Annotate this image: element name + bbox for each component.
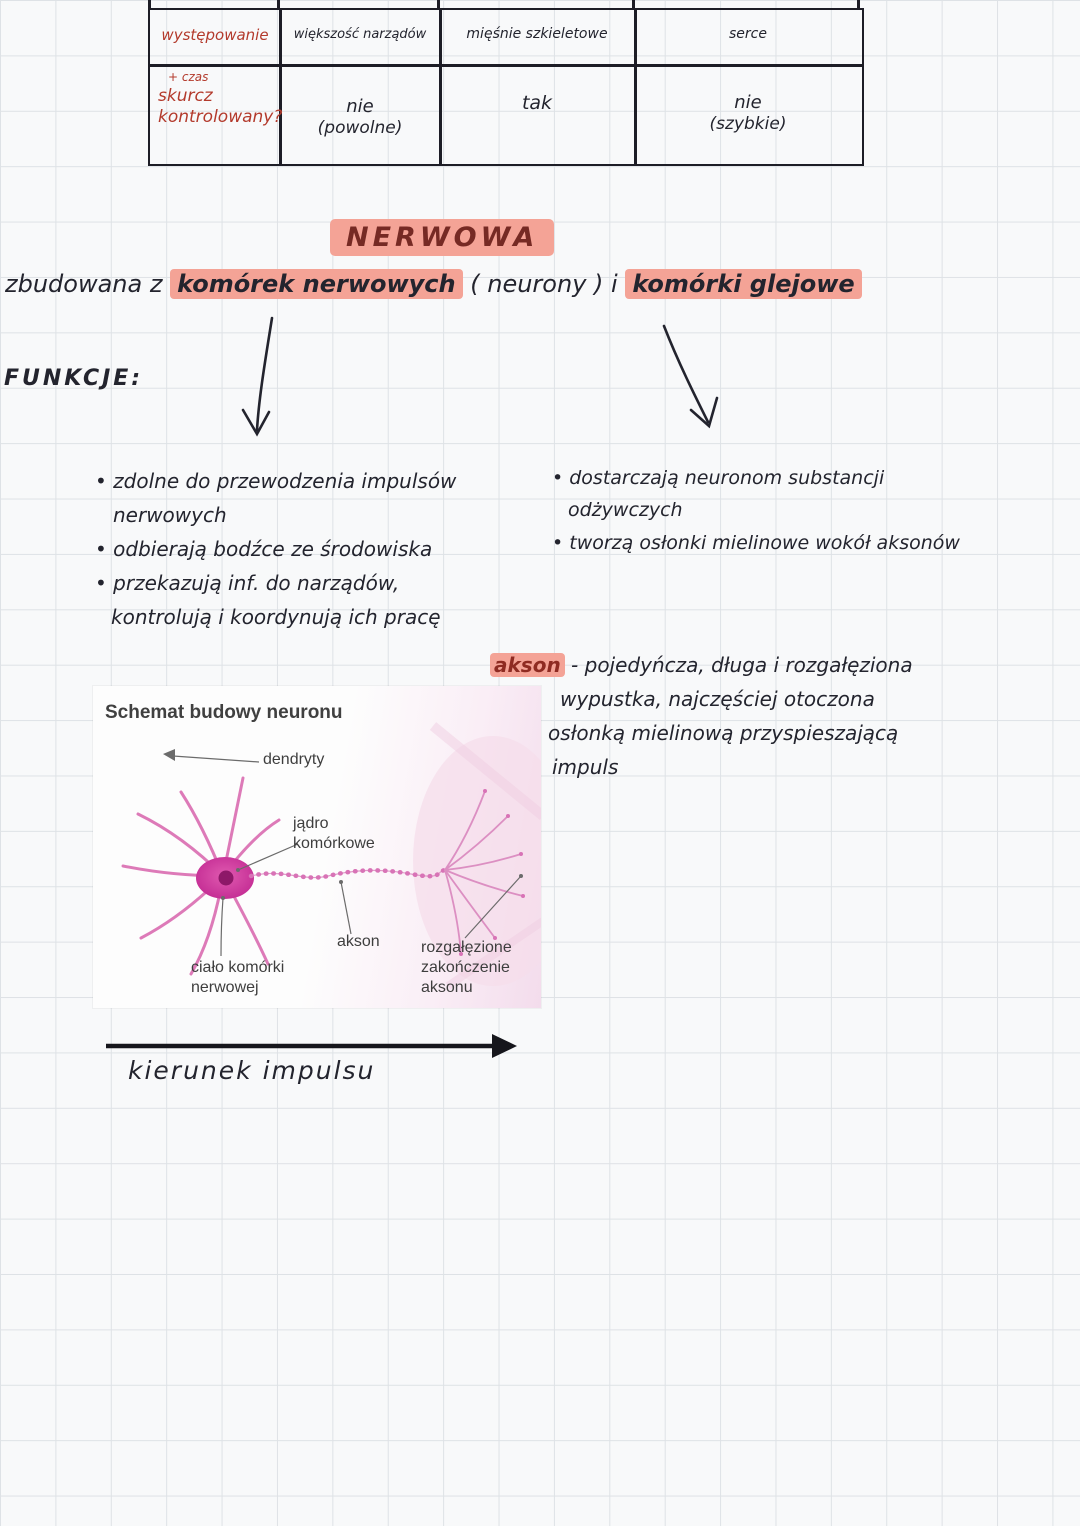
table-row-note: + czas (168, 70, 209, 84)
note-line: • zdolne do przewodzenia impulsów (95, 469, 457, 493)
table-header-serce: serce (729, 26, 767, 42)
neuron-diagram-image: Schemat budowy neuronu (93, 686, 541, 1008)
impulse-direction-label: kierunek impulsu (128, 1056, 376, 1085)
table-column-divider (439, 10, 442, 164)
intro-highlight-komorki-nerwowe: komórek nerwowych (170, 269, 463, 299)
leader-lines (172, 755, 522, 957)
table-top-tick (857, 0, 860, 8)
note-line: • tworzą osłonki mielinowe wokół aksonów (552, 531, 960, 554)
label-jadro-line2: komórkowe (293, 835, 375, 852)
note-line: • przekazują inf. do narządów, (95, 571, 400, 595)
dendrite-pointer-arrowhead (163, 749, 175, 761)
table-top-tick (437, 0, 440, 8)
table-top-tick (277, 0, 280, 8)
label-terminal-line3: aksonu (421, 979, 473, 996)
label-akson: akson (337, 933, 380, 950)
wash-streak (429, 722, 541, 820)
table-row-label-line1: skurcz (158, 86, 213, 106)
glial-functions-list: • dostarczają neuronom substancji odżywc… (552, 462, 960, 559)
terminal-tips (459, 789, 525, 956)
note-line: • dostarczają neuronom substancji (552, 467, 885, 489)
arrow-to-glial-functions (662, 324, 719, 429)
table-top-tick (632, 0, 635, 8)
label-cialo-line1: ciało komórki (191, 959, 285, 976)
table-cell-nie-szybkie-1: nie (734, 92, 762, 113)
comparison-table: występowanie większość narządów mięśnie … (148, 8, 864, 166)
nucleus (218, 870, 234, 886)
terminal-wash (413, 736, 541, 986)
arrow-to-neuron-functions (241, 316, 274, 437)
table-header-wystepowanie: występowanie (161, 26, 269, 44)
table-top-tick (148, 0, 151, 8)
neuron-artwork (121, 722, 541, 990)
label-cialo-line2: nerwowej (191, 979, 259, 996)
impulse-direction-arrow (106, 1034, 517, 1058)
table-row-divider (150, 64, 862, 67)
intro-prefix: zbudowana z (5, 270, 163, 298)
label-jadro-line1: jądro (293, 815, 329, 832)
table-column-divider (634, 10, 637, 164)
neuron-functions-list: • zdolne do przewodzenia impulsów nerwow… (95, 464, 456, 634)
funkcje-label: FUNKCJE: (4, 366, 144, 391)
table-cell-nie-szybkie-2: (szybkie) (709, 114, 787, 134)
table-header-wiekszosc-narzadow: większość narządów (293, 27, 427, 42)
table-cell-tak: tak (521, 92, 553, 114)
table-header-miesnie-szkieletowe: mięśnie szkieletowe (466, 26, 608, 42)
label-terminal-line1: rozgałęzione (421, 939, 512, 956)
figure-title: Schemat budowy neuronu (105, 702, 343, 723)
leader-dots (221, 868, 523, 900)
intro-sentence: zbudowana z komórek nerwowych ( neurony … (5, 269, 862, 299)
akson-def-line3: osłonką mielinową przyspieszającą (548, 721, 899, 745)
axon-terminal-branches (444, 790, 524, 955)
intro-middle: ( neurony ) i (470, 270, 618, 298)
akson-term: akson (490, 653, 565, 677)
label-jadro: jądro komórkowe (293, 814, 375, 854)
akson-def-line1: - pojedyńcza, długa i rozgałęziona (571, 653, 913, 677)
akson-def-line2: wypustka, najczęściej otoczona (560, 687, 875, 711)
table-row-label-line2: kontrolowany? (158, 107, 283, 127)
wash-streak (445, 917, 541, 990)
label-dendryty: dendryty (263, 751, 325, 768)
table-cell-nie-powolne-1: nie (346, 96, 374, 117)
label-rozgalezione-zakonczenie: rozgałęzione zakończenie aksonu (421, 938, 512, 998)
axon-beads (248, 867, 448, 880)
note-line: • odbierają bodźce ze środowiska (95, 537, 433, 561)
note-line: odżywczych (568, 499, 683, 522)
intro-highlight-komorki-glejowe: komórki glejowe (625, 269, 862, 299)
label-terminal-line2: zakończenie (421, 959, 510, 976)
table-column-divider (279, 10, 282, 164)
section-title-nerwowa: NERWOWA (330, 219, 555, 256)
akson-definition: akson - pojedyńcza, długa i rozgałęziona… (490, 648, 913, 784)
note-line: nerwowych (113, 503, 227, 527)
table-cell-nie-powolne-2: (powolne) (317, 118, 403, 138)
label-cialo-komorki: ciało komórki nerwowej (191, 958, 284, 998)
akson-def-line4: impuls (552, 755, 619, 779)
note-line: kontrolują i koordynują ich pracę (111, 605, 441, 629)
